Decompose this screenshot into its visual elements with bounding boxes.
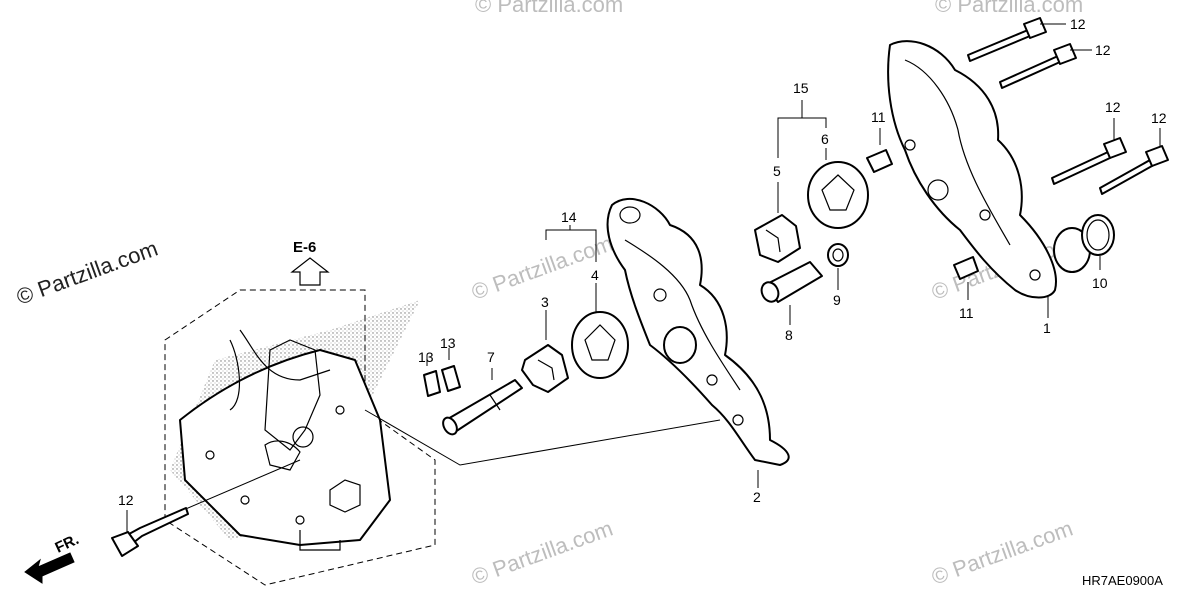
watermark-bottom-right: © Partzilla.com xyxy=(928,516,1076,590)
dowels-11 xyxy=(866,149,979,280)
reference-e6-label: E-6 xyxy=(293,239,316,256)
watermark-top-right: © Partzilla.com xyxy=(935,0,1083,17)
pump-cover-1 xyxy=(887,40,1091,299)
diagram-code: HR7AE0900A xyxy=(1082,573,1163,588)
watermark-top: © Partzilla.com xyxy=(475,0,623,17)
callout-leaders xyxy=(126,23,1161,532)
front-direction: FR. xyxy=(24,531,82,584)
callout-4: 4 xyxy=(591,267,599,283)
reference-e6: E-6 xyxy=(290,239,330,286)
bolt-12-lower xyxy=(111,507,189,557)
callout-labels: 1 2 3 4 5 6 7 8 9 10 11 11 12 12 12 12 1… xyxy=(118,16,1167,508)
watermark-main: © Partzilla.com xyxy=(13,236,161,310)
assembly-line xyxy=(364,409,721,466)
callout-12-top-1: 12 xyxy=(1070,16,1086,32)
callout-13-right: 13 xyxy=(440,335,456,351)
callout-9: 9 xyxy=(833,292,841,308)
callout-12-right-1: 12 xyxy=(1105,99,1121,115)
front-label: FR. xyxy=(53,531,82,557)
outer-rotor-4 xyxy=(571,311,629,379)
callout-14: 14 xyxy=(561,209,577,225)
callout-13-left: 13 xyxy=(418,349,434,365)
pump-body-2 xyxy=(606,198,790,466)
callout-5: 5 xyxy=(773,163,781,179)
dowel-pins-13 xyxy=(423,365,461,397)
pump-shaft-7 xyxy=(442,379,523,436)
inner-rotor-3 xyxy=(521,344,569,393)
watermark-bottom: © Partzilla.com xyxy=(468,516,616,590)
callout-12-top-2: 12 xyxy=(1095,42,1111,58)
callout-2: 2 xyxy=(753,489,761,505)
pump-shaft-8 xyxy=(760,261,823,303)
o-ring-10 xyxy=(1081,214,1115,256)
callout-12-lower-left: 12 xyxy=(118,492,134,508)
callout-3: 3 xyxy=(541,294,549,310)
callout-12-right-2: 12 xyxy=(1151,110,1167,126)
callout-1: 1 xyxy=(1043,320,1051,336)
washer-9 xyxy=(827,243,849,267)
outer-rotor-6 xyxy=(807,161,869,229)
front-arrow-icon xyxy=(24,552,75,584)
callout-15: 15 xyxy=(793,80,809,96)
callout-11-upper: 11 xyxy=(871,109,886,125)
callout-11-lower: 11 xyxy=(959,305,974,321)
callout-10: 10 xyxy=(1092,275,1108,291)
up-arrow-icon xyxy=(290,257,330,286)
bolts-12-right xyxy=(967,17,1169,195)
callout-8: 8 xyxy=(785,327,793,343)
inner-rotor-5 xyxy=(754,214,801,263)
callout-7: 7 xyxy=(487,349,495,365)
crankcase-region xyxy=(164,289,436,586)
dashed-outline xyxy=(164,289,436,586)
callout-6: 6 xyxy=(821,131,829,147)
